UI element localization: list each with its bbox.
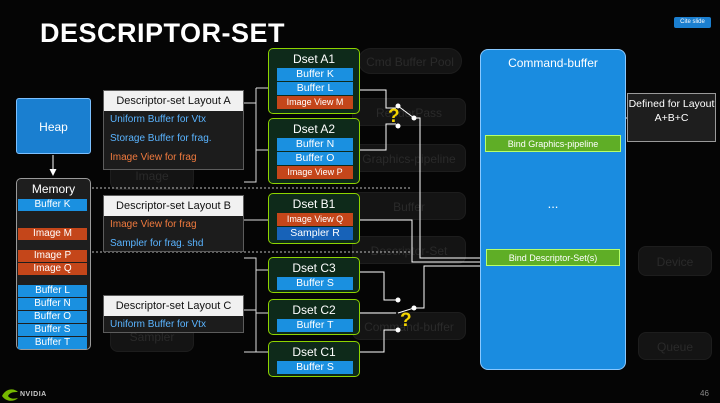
- defined-for-layout-box: Defined for Layout A+B+C: [627, 93, 716, 142]
- command-buffer-box: [480, 49, 626, 370]
- layout-binding: Image View for frag: [110, 152, 197, 163]
- bg-cmd-buffer-pool: Cmd Buffer Pool: [358, 48, 462, 74]
- cite-slide-button[interactable]: Cite slide: [674, 17, 711, 28]
- dset-a1-line: [360, 89, 396, 109]
- memory-row-image-p: Image P: [18, 250, 87, 262]
- question-mark-c: ?: [400, 310, 412, 331]
- dset-item: Buffer T: [277, 319, 353, 332]
- bg-render-pass-label: RenderPass: [375, 106, 443, 120]
- dset-c3-line: [360, 271, 396, 301]
- command-buffer-label: Command-buffer: [508, 56, 598, 70]
- bg-sampler-label: Sampler: [129, 330, 175, 344]
- dset-item: Buffer S: [277, 277, 353, 290]
- dset-name: Dset C1: [292, 345, 336, 359]
- layout-binding: Uniform Buffer for Vtx: [110, 114, 206, 125]
- memory-row-buffer-k: Buffer K: [18, 199, 87, 211]
- switch-c-dot-1: [395, 297, 401, 303]
- layout-c: Descriptor-set Layout C Uniform Buffer fo…: [103, 295, 244, 333]
- dset-item: Buffer K: [277, 68, 353, 81]
- nvidia-brand: NVIDIA: [20, 391, 47, 398]
- bg-image-label: Image: [135, 169, 169, 183]
- question-mark-a: ?: [388, 106, 400, 127]
- layout-b: Descriptor-set Layout B Image View for fr…: [103, 195, 244, 252]
- switch-c-arm: [397, 307, 415, 314]
- memory-row-buffer-s: Buffer S: [18, 324, 87, 336]
- bg-queue-label: Queue: [656, 340, 694, 354]
- bg-device: Device: [638, 246, 712, 276]
- nvidia-eye-icon: [2, 389, 18, 401]
- dset-name: Dset A2: [292, 122, 336, 136]
- memory-row-image-q: Image Q: [18, 263, 87, 275]
- dset-c1: Dset C1 Buffer S: [268, 341, 360, 377]
- dset-c3: Dset C3 Buffer S: [268, 257, 360, 293]
- dset-name: Dset B1: [292, 197, 336, 211]
- memory-row-buffer-n: Buffer N: [18, 298, 87, 310]
- switch-a-dot-2: [395, 123, 401, 129]
- bg-cmd-buffer-pool-label: Cmd Buffer Pool: [366, 55, 454, 69]
- bg-buffer-label: Buffer: [393, 200, 425, 214]
- dset-c2: Dset C2 Buffer T: [268, 299, 360, 335]
- switch-c-dot-2: [395, 327, 401, 333]
- memory-row-buffer-l: Buffer L: [18, 285, 87, 297]
- memory-row-image-m: Image M: [18, 228, 87, 240]
- switch-a-arm: [397, 105, 415, 119]
- bind-graphics-pipeline-step: Bind Graphics-pipeline: [485, 135, 621, 152]
- dset-item: Buffer L: [277, 82, 353, 95]
- layout-binding: Uniform Buffer for Vtx: [110, 319, 206, 330]
- layout-a: Descriptor-set Layout A Uniform Buffer fo…: [103, 90, 244, 170]
- dset-item: Image View Q: [277, 213, 353, 226]
- page-number: 46: [700, 389, 709, 398]
- dset-c1-line: [360, 329, 396, 353]
- layout-binding: Storage Buffer for frag.: [110, 133, 212, 144]
- dset-item: Buffer N: [277, 138, 353, 151]
- layout-header: Descriptor-set Layout A: [104, 91, 243, 111]
- dset-item: Sampler R: [277, 227, 353, 240]
- dset-name: Dset A1: [292, 52, 336, 66]
- switch-c-to-bind: [414, 262, 487, 309]
- slide-title: DESCRIPTOR-SET: [40, 18, 286, 48]
- bg-device-label: Device: [656, 255, 694, 269]
- dset-item: Image View P: [277, 166, 353, 179]
- bg-descriptor-set: Descriptor-Set: [352, 236, 466, 264]
- switch-a-to-bind: [414, 117, 487, 262]
- bind-descriptor-set-step: Bind Descriptor-Set(s): [486, 249, 620, 266]
- dset-name: Dset C2: [292, 303, 336, 317]
- dset-name: Dset C3: [292, 261, 336, 275]
- memory-row-buffer-t: Buffer T: [18, 337, 87, 349]
- bracket-c: [244, 257, 257, 353]
- layout-header: Descriptor-set Layout B: [104, 196, 243, 216]
- bg-queue: Queue: [638, 332, 712, 360]
- memory-label: Memory: [31, 182, 76, 196]
- dset-item: Image View M: [277, 96, 353, 109]
- bg-descriptor-set-label: Descriptor-Set: [370, 244, 448, 258]
- layout-binding: Sampler for frag. shd: [110, 238, 204, 249]
- layout-header: Descriptor-set Layout C: [104, 296, 243, 316]
- bg-graphics-pipeline: Graphics-pipeline: [352, 144, 466, 172]
- memory-row-buffer-o: Buffer O: [18, 311, 87, 323]
- command-ellipsis: ...: [547, 196, 559, 211]
- dset-b1-to-bind: [360, 219, 487, 266]
- dset-a2-line: [360, 123, 396, 151]
- layout-binding: Image View for frag: [110, 219, 197, 230]
- bracket-a: [244, 102, 257, 183]
- dset-item: Buffer S: [277, 361, 353, 374]
- bg-graphics-pipeline-label: Graphics-pipeline: [362, 152, 456, 166]
- heap-box: Heap: [16, 98, 91, 154]
- dset-item: Buffer O: [277, 152, 353, 165]
